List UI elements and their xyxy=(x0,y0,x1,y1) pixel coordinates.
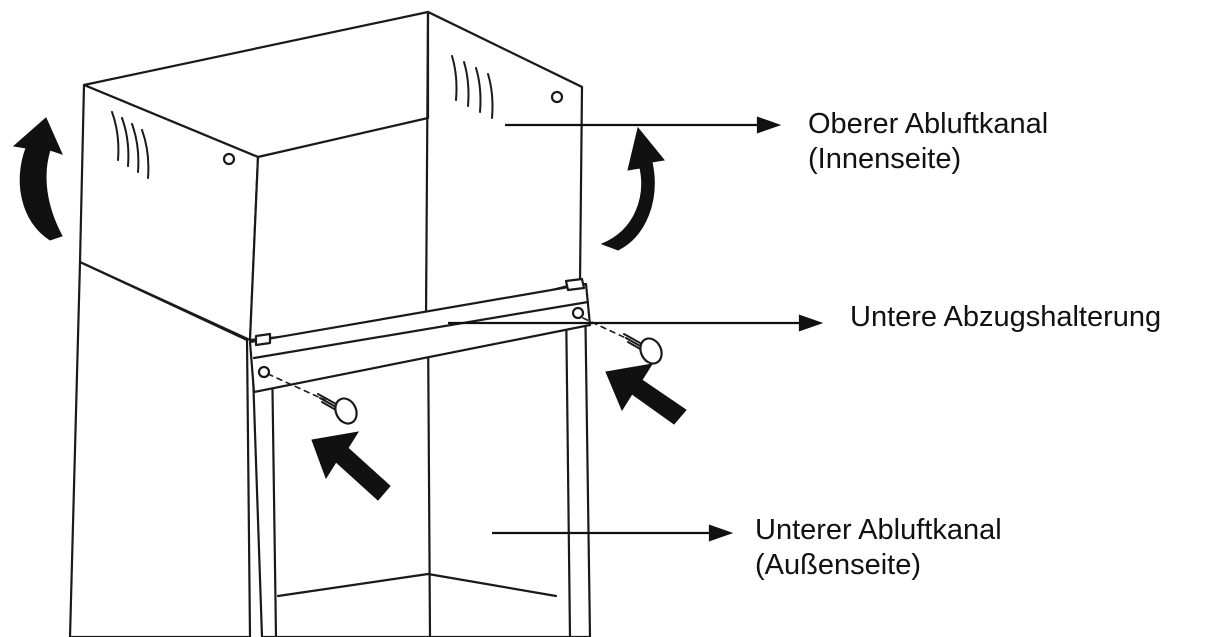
upper-duct-right-panel xyxy=(424,10,584,324)
lower-duct xyxy=(68,260,592,637)
label-bracket: Untere Abzugshalterung xyxy=(850,300,1161,335)
screw-hole-right xyxy=(550,90,564,104)
bracket-front-face xyxy=(248,282,592,394)
lower-duct-right-fold xyxy=(564,298,572,637)
label-bracket-line1: Untere Abzugshalterung xyxy=(850,301,1162,333)
vent-slots-left xyxy=(111,111,150,179)
label-lower-duct-line2: (Außenseite) xyxy=(755,549,922,581)
screw-path-left xyxy=(267,373,326,401)
bracket-tab-right xyxy=(564,277,586,292)
label-upper-duct: Oberer Abluftkanal (Innenseite) xyxy=(808,107,1048,177)
screw-hole-left xyxy=(222,152,236,166)
lift-arrow-left-icon xyxy=(12,117,63,241)
lower-duct-left-fold xyxy=(270,353,278,637)
vent-slots-right xyxy=(451,55,494,119)
lift-arrow-right-icon xyxy=(600,126,665,251)
lower-duct-bottom-edge xyxy=(276,572,558,598)
screw-path-right xyxy=(582,317,631,341)
screw-left xyxy=(317,393,358,425)
label-upper-duct-line2: (Innenseite) xyxy=(808,143,962,175)
bracket-tab-left xyxy=(254,332,272,347)
label-upper-duct-line1: Oberer Abluftkanal xyxy=(808,108,1049,140)
upper-duct xyxy=(78,10,584,342)
lower-duct-inner-corner xyxy=(426,320,432,637)
leader-lower-duct xyxy=(492,524,734,542)
push-arrow-left-icon xyxy=(311,431,391,501)
leader-upper-duct xyxy=(505,116,782,134)
leader-bracket xyxy=(448,314,824,332)
bracket-fold-line xyxy=(252,300,590,360)
bracket-hole-right xyxy=(571,306,585,320)
bracket-hole-left xyxy=(257,365,271,379)
label-lower-duct-line1: Unterer Abluftkanal xyxy=(755,514,1002,546)
lower-bracket xyxy=(248,277,592,394)
label-lower-duct: Unterer Abluftkanal (Außenseite) xyxy=(755,513,1002,583)
push-arrow-right-icon xyxy=(605,363,687,425)
screw-right xyxy=(623,333,663,365)
